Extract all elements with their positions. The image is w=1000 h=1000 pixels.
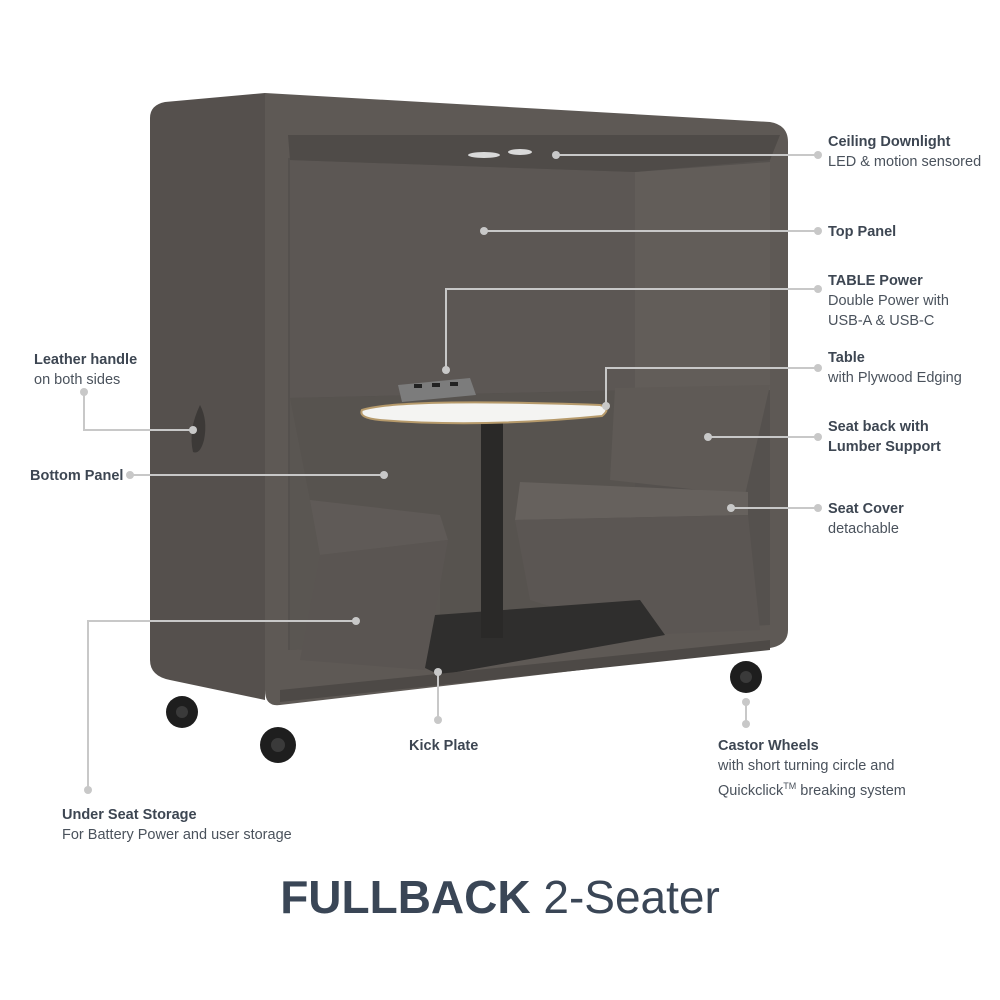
callout-castor-wheels: Castor Wheels with short turning circle … [718,736,906,801]
callout-seat-cover: Seat Cover detachable [828,499,904,539]
leather-handle [191,405,206,453]
trademark-mark: TM [783,781,797,791]
downlight-1 [468,152,500,158]
callout-title: Under Seat Storage [62,807,197,823]
right-wall [635,162,770,390]
top-panel [290,160,635,398]
dot [814,227,822,235]
dot [552,151,560,159]
breaking-system-text: breaking system [796,782,906,799]
callout-title: Seat back with [828,419,929,435]
callout-seat-back: Seat back with Lumber Support [828,417,941,457]
dot [189,426,197,434]
callout-subtitle-line2: QuickclickTM breaking system [718,776,906,801]
product-name-bold: FULLBACK [280,871,531,923]
leader-lines [83,154,818,790]
callout-subtitle: For Battery Power and user storage [62,827,292,843]
dot [352,617,360,625]
leader-under-seat-storage [87,620,356,790]
downlight-2 [508,149,532,155]
dot [814,285,822,293]
castor-wheel-right [730,661,762,693]
power-socket [450,382,458,386]
dot [442,366,450,374]
dot [742,720,750,728]
dot [727,504,735,512]
dot [814,433,822,441]
quickclick-text: Quickclick [718,782,784,799]
callout-subtitle: with Plywood Edging [828,370,962,386]
ceiling [288,135,780,172]
callout-title: Top Panel [828,224,897,240]
callout-title: TABLE Power [828,273,923,289]
power-socket [432,383,440,387]
dot [84,786,92,794]
callout-ceiling-downlight: Ceiling Downlight LED & motion sensored [828,132,981,172]
callout-subtitle: detachable [828,521,899,537]
callout-leather-handle: Leather handle on both sides [34,350,137,390]
callout-subtitle: on both sides [34,372,121,388]
pod-left-side [150,93,265,700]
callout-subtitle: USB-A & USB-C [828,313,935,329]
callout-title: Lumber Support [828,439,941,455]
power-socket [414,384,422,388]
dot [602,402,610,410]
leader-table-power [445,288,818,370]
leader-dots [80,151,822,794]
left-seat-base [300,540,448,670]
leader-leather-handle [83,392,193,431]
right-seat [515,482,748,520]
dot [80,388,88,396]
callout-table: Table with Plywood Edging [828,348,962,388]
right-seat-back [610,385,770,495]
leader-table [605,367,818,406]
callout-title: Seat Cover [828,501,904,517]
product-title: FULLBACK 2-Seater [0,870,1000,924]
left-seat [310,500,448,555]
callout-kick-plate: Kick Plate [409,736,478,756]
callout-subtitle: Double Power with [828,293,949,309]
kick-plate [280,640,770,702]
callout-subtitle: LED & motion sensored [828,154,982,170]
castor-wheel-left-front [260,727,296,763]
dot [434,668,442,676]
dot [742,698,750,706]
dot [380,471,388,479]
callout-table-power: TABLE Power Double Power with USB-A & US… [828,271,949,331]
dot [480,227,488,235]
callout-title: Leather handle [34,352,138,368]
callout-title: Table [828,350,865,366]
castor-wheel-left-back [166,696,198,728]
dot [814,151,822,159]
dot [126,471,134,479]
callout-title: Castor Wheels [718,738,819,754]
callout-title: Bottom Panel [30,468,124,484]
callout-subtitle: with short turning circle and [718,758,895,774]
table-top [360,401,608,425]
dot [434,716,442,724]
callout-title: Kick Plate [409,738,479,754]
callout-under-seat-storage: Under Seat Storage For Battery Power and… [62,805,292,845]
callout-title: Ceiling Downlight [828,134,951,150]
table-pedestal [481,418,503,638]
callout-bottom-panel: Bottom Panel [30,466,123,486]
dot [814,364,822,372]
callout-top-panel: Top Panel [828,222,896,242]
dot [704,433,712,441]
product-name-rest: 2-Seater [530,871,720,923]
dot [814,504,822,512]
